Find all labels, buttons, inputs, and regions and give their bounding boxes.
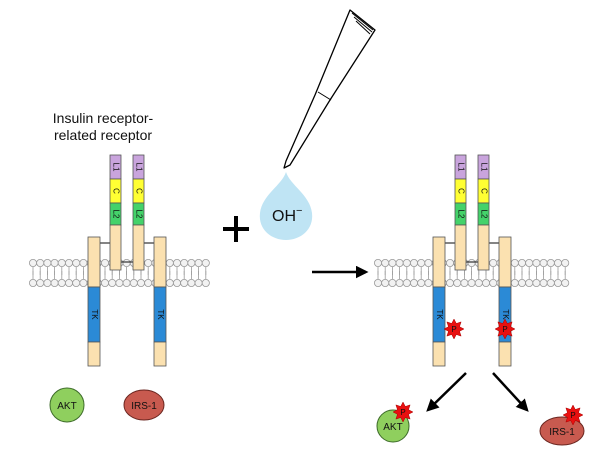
hydroxide-drop: OH− bbox=[259, 172, 313, 240]
phospho-tk-left: P bbox=[443, 318, 465, 340]
alpha-stem-left bbox=[109, 224, 122, 271]
alpha-stem-right bbox=[477, 224, 490, 271]
l1-domain-right: L1 bbox=[132, 154, 145, 180]
c-domain-left: C bbox=[109, 178, 122, 204]
c-domain-right: C bbox=[132, 178, 145, 204]
l2-domain-right: L2 bbox=[477, 202, 490, 226]
receptor-title: Insulin receptor- related receptor bbox=[28, 110, 178, 144]
tk-domain-left: TK bbox=[87, 286, 101, 343]
c-domain-left-label: C bbox=[111, 188, 120, 194]
beta-tail-right bbox=[498, 341, 512, 367]
irs1-left: IRS-1 bbox=[123, 389, 165, 421]
tk-domain-left: TK bbox=[432, 286, 446, 343]
l2-domain-left-label: L2 bbox=[111, 210, 120, 219]
membrane-right bbox=[373, 258, 570, 287]
l2-domain-left: L2 bbox=[454, 202, 467, 226]
l1-domain-left-label: L1 bbox=[111, 163, 120, 172]
plus-icon bbox=[223, 216, 249, 242]
c-domain-right-label: C bbox=[479, 188, 488, 194]
beta-tail-left bbox=[432, 341, 446, 367]
arrow-to-irs1 bbox=[492, 372, 529, 412]
receptor-title-line2: related receptor bbox=[53, 127, 153, 143]
beta-stem-left bbox=[87, 236, 101, 288]
phospho-tk-left-label: P bbox=[451, 325, 456, 334]
l1-domain-right-label: L1 bbox=[134, 163, 143, 172]
c-domain-right: C bbox=[477, 178, 490, 204]
l2-domain-right-label: L2 bbox=[479, 210, 488, 219]
c-domain-right-label: C bbox=[134, 188, 143, 194]
phospho-tk-right-label: P bbox=[502, 325, 507, 334]
tk-domain-right-label: TK bbox=[501, 309, 510, 320]
phospho-tk-right: P bbox=[494, 318, 516, 340]
tk-domain-left-label: TK bbox=[435, 309, 444, 320]
beta-tail-left bbox=[87, 341, 101, 367]
alpha-stem-right bbox=[132, 224, 145, 271]
l1-domain-left-label: L1 bbox=[456, 163, 465, 172]
beta-tail-right bbox=[153, 341, 167, 367]
tk-domain-left-label: TK bbox=[90, 309, 99, 320]
l1-domain-right-label: L1 bbox=[479, 163, 488, 172]
c-domain-left-label: C bbox=[456, 188, 465, 194]
l1-domain-left: L1 bbox=[109, 154, 122, 180]
phospho-irs1: P bbox=[562, 404, 584, 426]
arrow-to-akt bbox=[426, 372, 467, 412]
beta-stem-right bbox=[153, 236, 167, 288]
l2-domain-left: L2 bbox=[109, 202, 122, 226]
tk-domain-right-label: TK bbox=[156, 309, 165, 320]
l1-domain-right: L1 bbox=[477, 154, 490, 180]
akt-right-label: AKT bbox=[383, 422, 402, 433]
l2-domain-left-label: L2 bbox=[456, 210, 465, 219]
c-domain-left: C bbox=[454, 178, 467, 204]
phospho-layer: P P P P bbox=[392, 318, 584, 426]
l2-domain-right: L2 bbox=[132, 202, 145, 226]
hydroxide-label: OH− bbox=[272, 205, 302, 225]
akt-left-label: AKT bbox=[57, 401, 76, 412]
receptor-title-line1: Insulin receptor- bbox=[52, 110, 154, 126]
pipette-icon bbox=[283, 9, 376, 169]
l2-domain-right-label: L2 bbox=[134, 210, 143, 219]
phospho-akt: P bbox=[392, 401, 414, 423]
irs1-right-label: IRS-1 bbox=[549, 427, 575, 438]
alpha-stem-left bbox=[454, 224, 467, 271]
tk-domain-right: TK bbox=[153, 286, 167, 343]
phospho-akt-label: P bbox=[400, 408, 405, 417]
beta-stem-left bbox=[432, 236, 446, 288]
l1-domain-left: L1 bbox=[454, 154, 467, 180]
phospho-irs1-label: P bbox=[570, 411, 575, 420]
irs1-left-label: IRS-1 bbox=[131, 401, 157, 412]
beta-stem-right bbox=[498, 236, 512, 288]
akt-left: AKT bbox=[49, 387, 85, 423]
